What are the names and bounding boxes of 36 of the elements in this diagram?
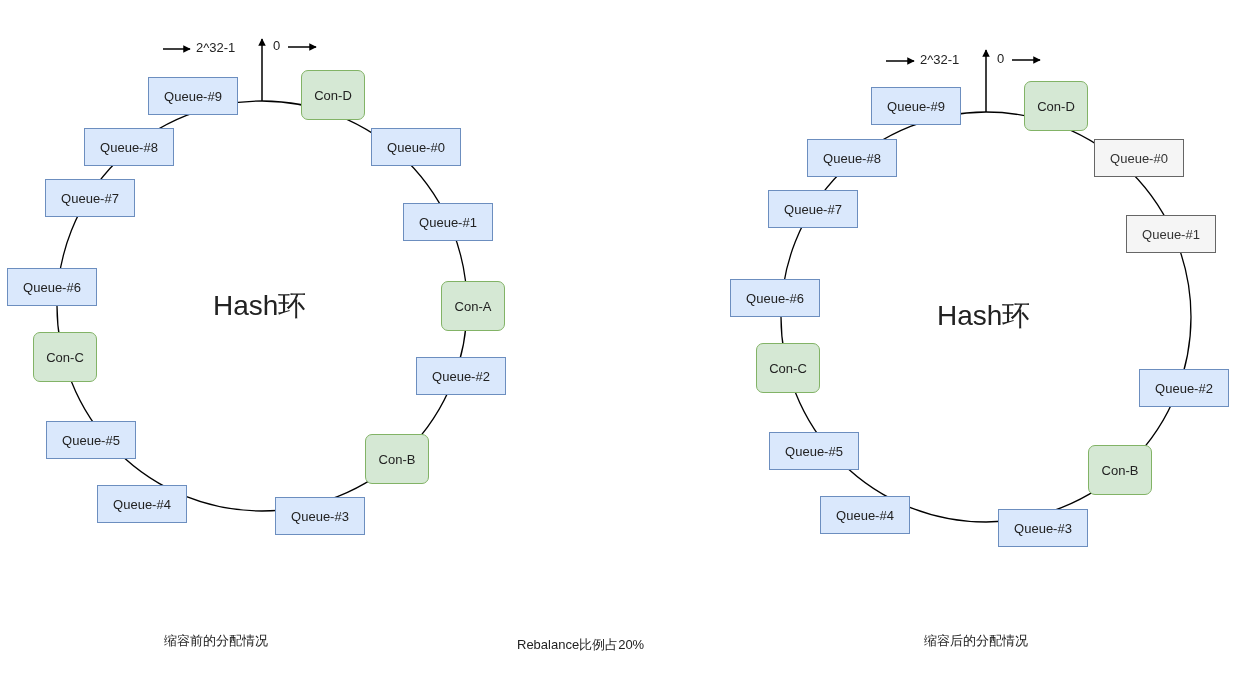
consumer-box: Con-B <box>1088 445 1152 495</box>
queue-box: Queue-#9 <box>148 77 238 115</box>
queue-box: Queue-#4 <box>820 496 910 534</box>
queue-box: Queue-#4 <box>97 485 187 523</box>
queue-box: Queue-#3 <box>275 497 365 535</box>
queue-box: Queue-#7 <box>768 190 858 228</box>
consumer-box: Con-A <box>441 281 505 331</box>
queue-box: Queue-#1 <box>403 203 493 241</box>
queue-box: Queue-#8 <box>84 128 174 166</box>
queue-box: Queue-#5 <box>769 432 859 470</box>
queue-box: Queue-#1 <box>1126 215 1216 253</box>
queue-box: Queue-#2 <box>1139 369 1229 407</box>
queue-box: Queue-#9 <box>871 87 961 125</box>
queue-box: Queue-#0 <box>1094 139 1184 177</box>
caption: 缩容前的分配情况 <box>164 632 268 650</box>
range-label: 2^32-1 <box>920 52 960 67</box>
queue-box: Queue-#8 <box>807 139 897 177</box>
caption: Rebalance比例占20% <box>517 636 645 654</box>
queue-box: Queue-#6 <box>730 279 820 317</box>
consumer-box: Con-C <box>756 343 820 393</box>
queue-box: Queue-#0 <box>371 128 461 166</box>
queue-box: Queue-#7 <box>45 179 135 217</box>
consumer-box: Con-D <box>1024 81 1088 131</box>
queue-box: Queue-#2 <box>416 357 506 395</box>
ring-label: Hash环 <box>213 289 307 323</box>
queue-box: Queue-#5 <box>46 421 136 459</box>
range-label: 0 <box>273 38 281 53</box>
queue-box: Queue-#3 <box>998 509 1088 547</box>
caption: 缩容后的分配情况 <box>924 632 1028 650</box>
ring-label: Hash环 <box>937 299 1031 333</box>
consumer-box: Con-C <box>33 332 97 382</box>
range-label: 2^32-1 <box>196 40 236 55</box>
queue-box: Queue-#6 <box>7 268 97 306</box>
range-label: 0 <box>997 51 1005 66</box>
consumer-box: Con-D <box>301 70 365 120</box>
consumer-box: Con-B <box>365 434 429 484</box>
